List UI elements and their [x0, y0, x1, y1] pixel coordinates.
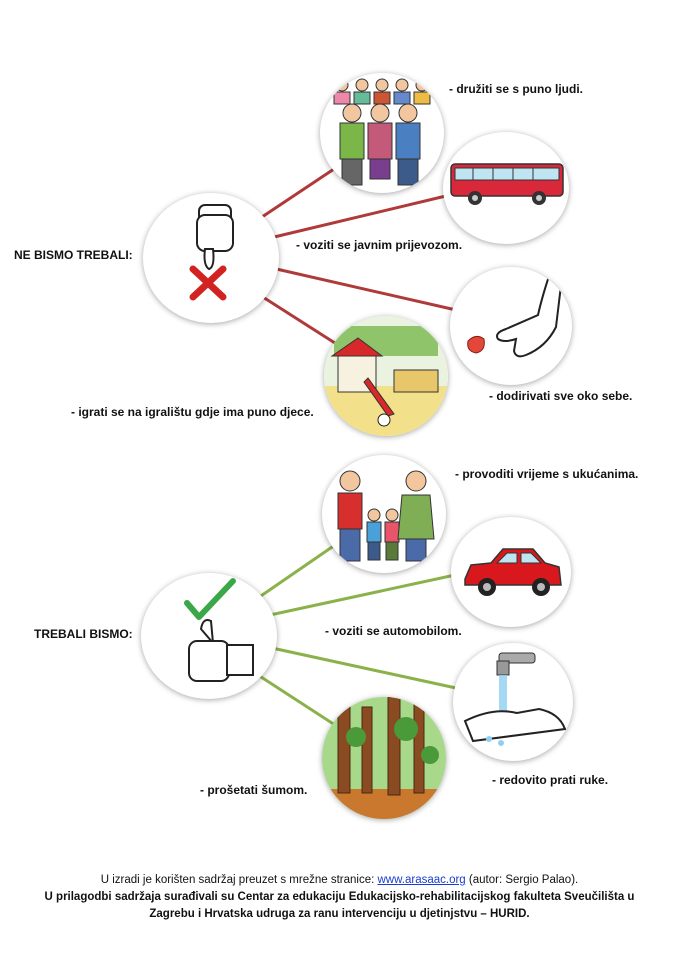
label-crowd: - družiti se s puno ljudi.	[449, 82, 583, 96]
family-icon	[322, 455, 446, 573]
connector-family	[254, 543, 336, 602]
forest-icon	[322, 697, 446, 819]
label-car: - voziti se automobilom.	[325, 624, 462, 638]
credits-line-1-before: U izradi je korišten sadržaj preuzet s m…	[100, 874, 378, 886]
credits-line-2: U prilagodbi sadržaja surađivali su Cent…	[44, 891, 635, 903]
connector-handwash	[271, 646, 457, 690]
credits-footer: U izradi je korišten sadržaj preuzet s m…	[0, 872, 679, 923]
connector-touch	[271, 266, 457, 312]
thumbs-down-x-icon	[143, 193, 279, 323]
car-icon	[451, 517, 571, 627]
credits-line-1: U izradi je korišten sadržaj preuzet s m…	[0, 872, 679, 889]
credits-line-3: Zagrebu i Hrvatska udruga za ranu interv…	[149, 908, 530, 920]
label-bus: - voziti se javnim prijevozom.	[296, 238, 463, 252]
thumbs-up-check-icon	[141, 573, 277, 699]
connector-crowd	[249, 163, 341, 227]
label-touch: - dodirivati sve oko sebe.	[489, 389, 633, 403]
bus-icon	[443, 132, 569, 244]
crowd-icon	[320, 73, 444, 193]
connector-bus	[269, 193, 451, 240]
playground-icon	[324, 316, 448, 436]
arasaac-link[interactable]: www.arasaac.org	[377, 874, 466, 886]
heading-not: NE BISMO TREBALI:	[14, 248, 133, 262]
hand-washing-icon	[453, 643, 573, 761]
heading-yes: TREBALI BISMO:	[34, 627, 133, 641]
label-forest: - prošetati šumom.	[200, 783, 308, 797]
label-handwash: - redovito prati ruke.	[492, 773, 609, 787]
touching-finger-icon	[450, 267, 572, 385]
label-playground: - igrati se na igralištu gdje ima puno d…	[71, 405, 314, 419]
label-family: - provoditi vrijeme s ukućanima.	[455, 467, 639, 481]
credits-line-1-after: (autor: Sergio Palao).	[465, 874, 579, 886]
connector-car	[269, 573, 456, 617]
